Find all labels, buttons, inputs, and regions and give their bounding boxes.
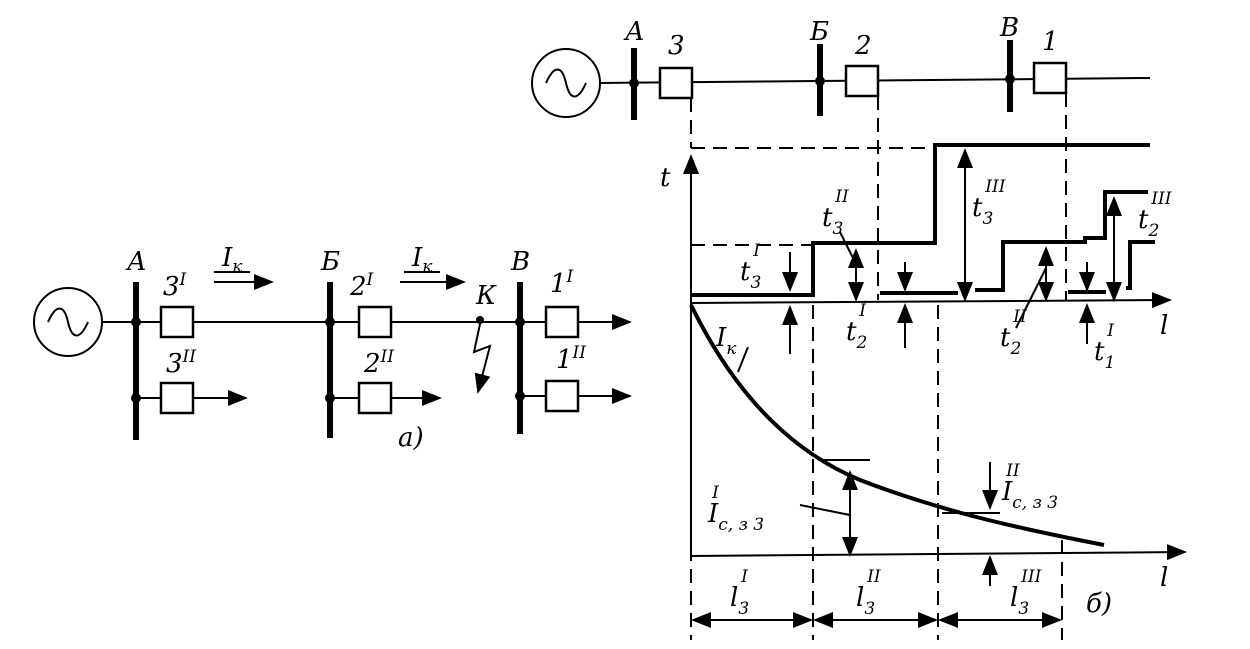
breaker-2-prime	[357, 305, 393, 339]
diagram-b: А 3 Б 2 В 1 t l l	[531, 13, 1187, 640]
diagram-a: А 3I 3II Iк Б 2I 2II Iк К	[33, 243, 632, 453]
caption-b: б)	[1086, 589, 1112, 619]
label-ics-i: Iс, з 3I	[707, 483, 764, 535]
l-axis-bottom	[690, 544, 1187, 561]
breaker-1-top	[1032, 61, 1068, 95]
label-t3-i: t3I	[740, 241, 761, 293]
leader-ik	[737, 346, 749, 373]
breaker-3-top	[658, 66, 694, 100]
label-t2-iii: t2III	[1138, 189, 1172, 241]
breaker-3-double-label: 3II	[166, 347, 196, 379]
bus-a-top-label: А	[623, 17, 645, 47]
fault-label-k: К	[475, 281, 497, 311]
label-ik: Iк	[715, 323, 737, 359]
generator-icon-b	[531, 48, 601, 118]
l-axis-top	[690, 292, 1172, 309]
fault-lightning-icon	[472, 323, 492, 394]
breaker-3-prime	[159, 305, 195, 339]
breaker-3-top-label: 3	[668, 31, 685, 61]
bus-v-top-label: В	[999, 13, 1019, 43]
label-l3i: l3I	[730, 567, 749, 619]
step-characteristic-2	[975, 190, 1148, 292]
label-t3-iii: t3III	[972, 177, 1006, 229]
bus-b-label: Б	[320, 247, 340, 277]
step-1-next	[1126, 240, 1155, 290]
breaker-3-prime-label: 3I	[163, 270, 187, 302]
breaker-1-prime-label: 1I	[550, 267, 574, 299]
label-t2-ii: t2II	[1000, 307, 1027, 359]
label-t3-ii: t3II	[822, 187, 849, 239]
step-characteristic-3	[691, 143, 1150, 297]
node-top-v	[1005, 74, 1015, 84]
current-ik-label-1: Iк	[221, 243, 243, 277]
breaker-3-double-prime	[159, 381, 195, 415]
breaker-2-top	[844, 64, 880, 98]
generator-icon-a	[33, 287, 103, 357]
current-ik-label-2: Iк	[411, 243, 433, 277]
t-axis-label: t	[660, 163, 671, 193]
breaker-1-top-label: 1	[1042, 27, 1059, 57]
label-t2-i: t2I	[846, 301, 867, 353]
leader-t3ii	[839, 231, 857, 265]
caption-a: а)	[398, 423, 424, 453]
leader-ics-i	[799, 504, 851, 516]
label-t1-i: t1I	[1094, 321, 1115, 373]
l-axis-bottom-label: l	[1160, 563, 1168, 593]
breaker-2-double-label: 2II	[363, 347, 394, 379]
breaker-2-double-prime	[357, 381, 393, 415]
label-ics-ii: Iс, з 3II	[1001, 461, 1058, 513]
breaker-2-prime-label: 2I	[349, 270, 374, 302]
bus-v-label: В	[510, 247, 530, 277]
breaker-1-double-label: 1II	[556, 343, 586, 375]
node-top-a	[629, 78, 639, 88]
bus-a-label: А	[125, 247, 147, 277]
node-top-b	[815, 76, 825, 86]
bus-b-top-label: Б	[809, 17, 829, 47]
label-l3iii: l3III	[1010, 567, 1042, 619]
fault-point-k	[476, 316, 484, 324]
leader-t2ii	[1015, 267, 1047, 329]
fault-current-curve	[689, 304, 1105, 547]
breaker-2-top-label: 2	[854, 31, 872, 61]
label-l3ii: l3II	[856, 567, 881, 619]
breaker-1-prime	[544, 305, 580, 339]
breaker-1-double-prime	[544, 379, 580, 413]
l-axis-top-label: l	[1160, 311, 1168, 341]
